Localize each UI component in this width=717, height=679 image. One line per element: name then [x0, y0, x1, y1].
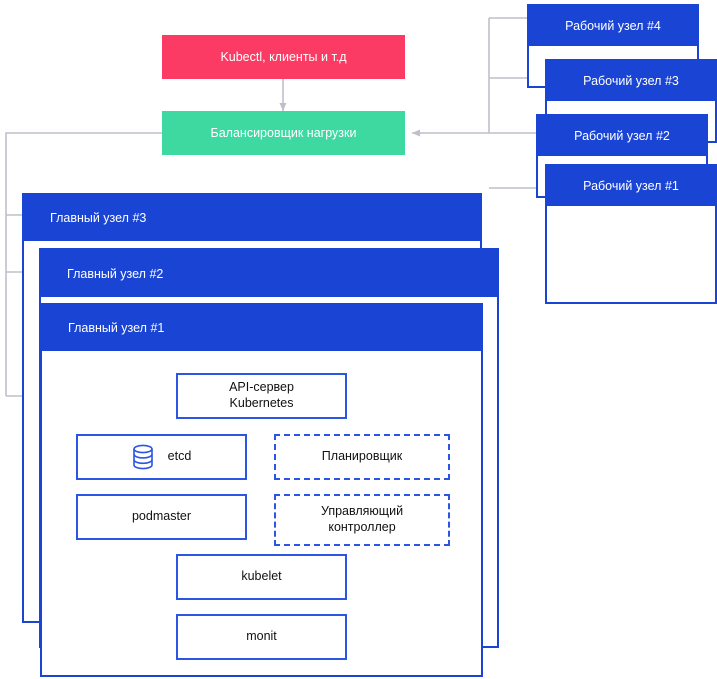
- monit-label: monit: [246, 629, 277, 644]
- load-balancer-label: Балансировщик нагрузки: [210, 126, 357, 140]
- clients-box[interactable]: Kubectl, клиенты и т.д: [162, 35, 405, 79]
- master-node-title-2: Главный узел #2: [41, 250, 497, 297]
- podmaster-label: podmaster: [131, 509, 192, 524]
- clients-label: Kubectl, клиенты и т.д: [220, 50, 347, 64]
- scheduler-label: Планировщик: [321, 449, 403, 464]
- kubelet-box[interactable]: kubelet: [176, 554, 347, 600]
- worker-node-title-1: Рабочий узел #1: [547, 166, 715, 206]
- kubelet-label: kubelet: [241, 569, 282, 584]
- podmaster-box[interactable]: podmaster: [76, 494, 247, 540]
- worker-node-title-3: Рабочий узел #3: [547, 61, 715, 101]
- worker-node-panel-4[interactable]: Рабочий узел #4: [527, 4, 699, 88]
- edge-workers-to-load-balancer: [412, 18, 490, 137]
- monit-box[interactable]: monit: [176, 614, 347, 660]
- etcd-label: etcd: [167, 449, 192, 464]
- worker-node-panel-1[interactable]: Рабочий узел #1: [545, 164, 717, 304]
- scheduler-box[interactable]: Планировщик: [274, 434, 450, 480]
- api-server-box[interactable]: API-сервер Kubernetes: [176, 373, 347, 419]
- master-node-title-3: Главный узел #3: [24, 195, 480, 241]
- etcd-box[interactable]: etcd: [76, 434, 247, 480]
- api-server-label: API-сервер Kubernetes: [229, 380, 294, 410]
- controller-manager-box[interactable]: Управляющий контроллер: [274, 494, 450, 546]
- database-icon: [132, 444, 153, 470]
- worker-node-title-2: Рабочий узел #2: [538, 116, 706, 156]
- master-node-title-1: Главный узел #1: [42, 305, 481, 351]
- controller-manager-label: Управляющий контроллер: [320, 504, 404, 534]
- load-balancer-box[interactable]: Балансировщик нагрузки: [162, 111, 405, 155]
- worker-node-title-4: Рабочий узел #4: [529, 6, 697, 46]
